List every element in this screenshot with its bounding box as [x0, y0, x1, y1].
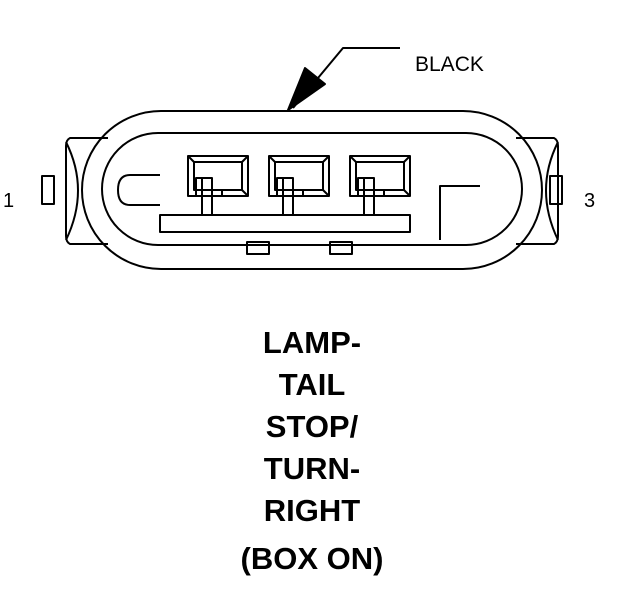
caption-line: TURN-: [263, 451, 361, 486]
caption-note: (BOX ON): [240, 541, 384, 576]
terminal-cavity: [268, 155, 330, 214]
terminal-cavities: [187, 155, 411, 214]
polarization-key: [117, 174, 160, 206]
left-ear: [41, 137, 108, 245]
right-ear: [516, 137, 563, 245]
connector-housing-outer: [81, 110, 543, 270]
caption-line: STOP/: [265, 409, 359, 444]
terminal-cavity: [187, 155, 249, 214]
terminal-cavity: [349, 155, 411, 214]
connector-caption: LAMP- TAIL STOP/ TURN- RIGHT (BOX ON): [0, 322, 624, 580]
bottom-tab: [329, 241, 353, 255]
terminal-base-bar: [159, 214, 411, 233]
housing-notch: [439, 185, 480, 240]
callout-leader: [287, 47, 400, 111]
caption-line: RIGHT: [263, 493, 361, 528]
caption-line: LAMP-: [262, 325, 362, 360]
pin-number-right: 3: [584, 190, 595, 212]
connector-housing-inner: [101, 132, 523, 246]
caption-line: TAIL: [278, 367, 346, 402]
pin-number-left: 1: [3, 190, 14, 212]
callout-label: BLACK: [415, 53, 484, 76]
bottom-tab: [246, 241, 270, 255]
